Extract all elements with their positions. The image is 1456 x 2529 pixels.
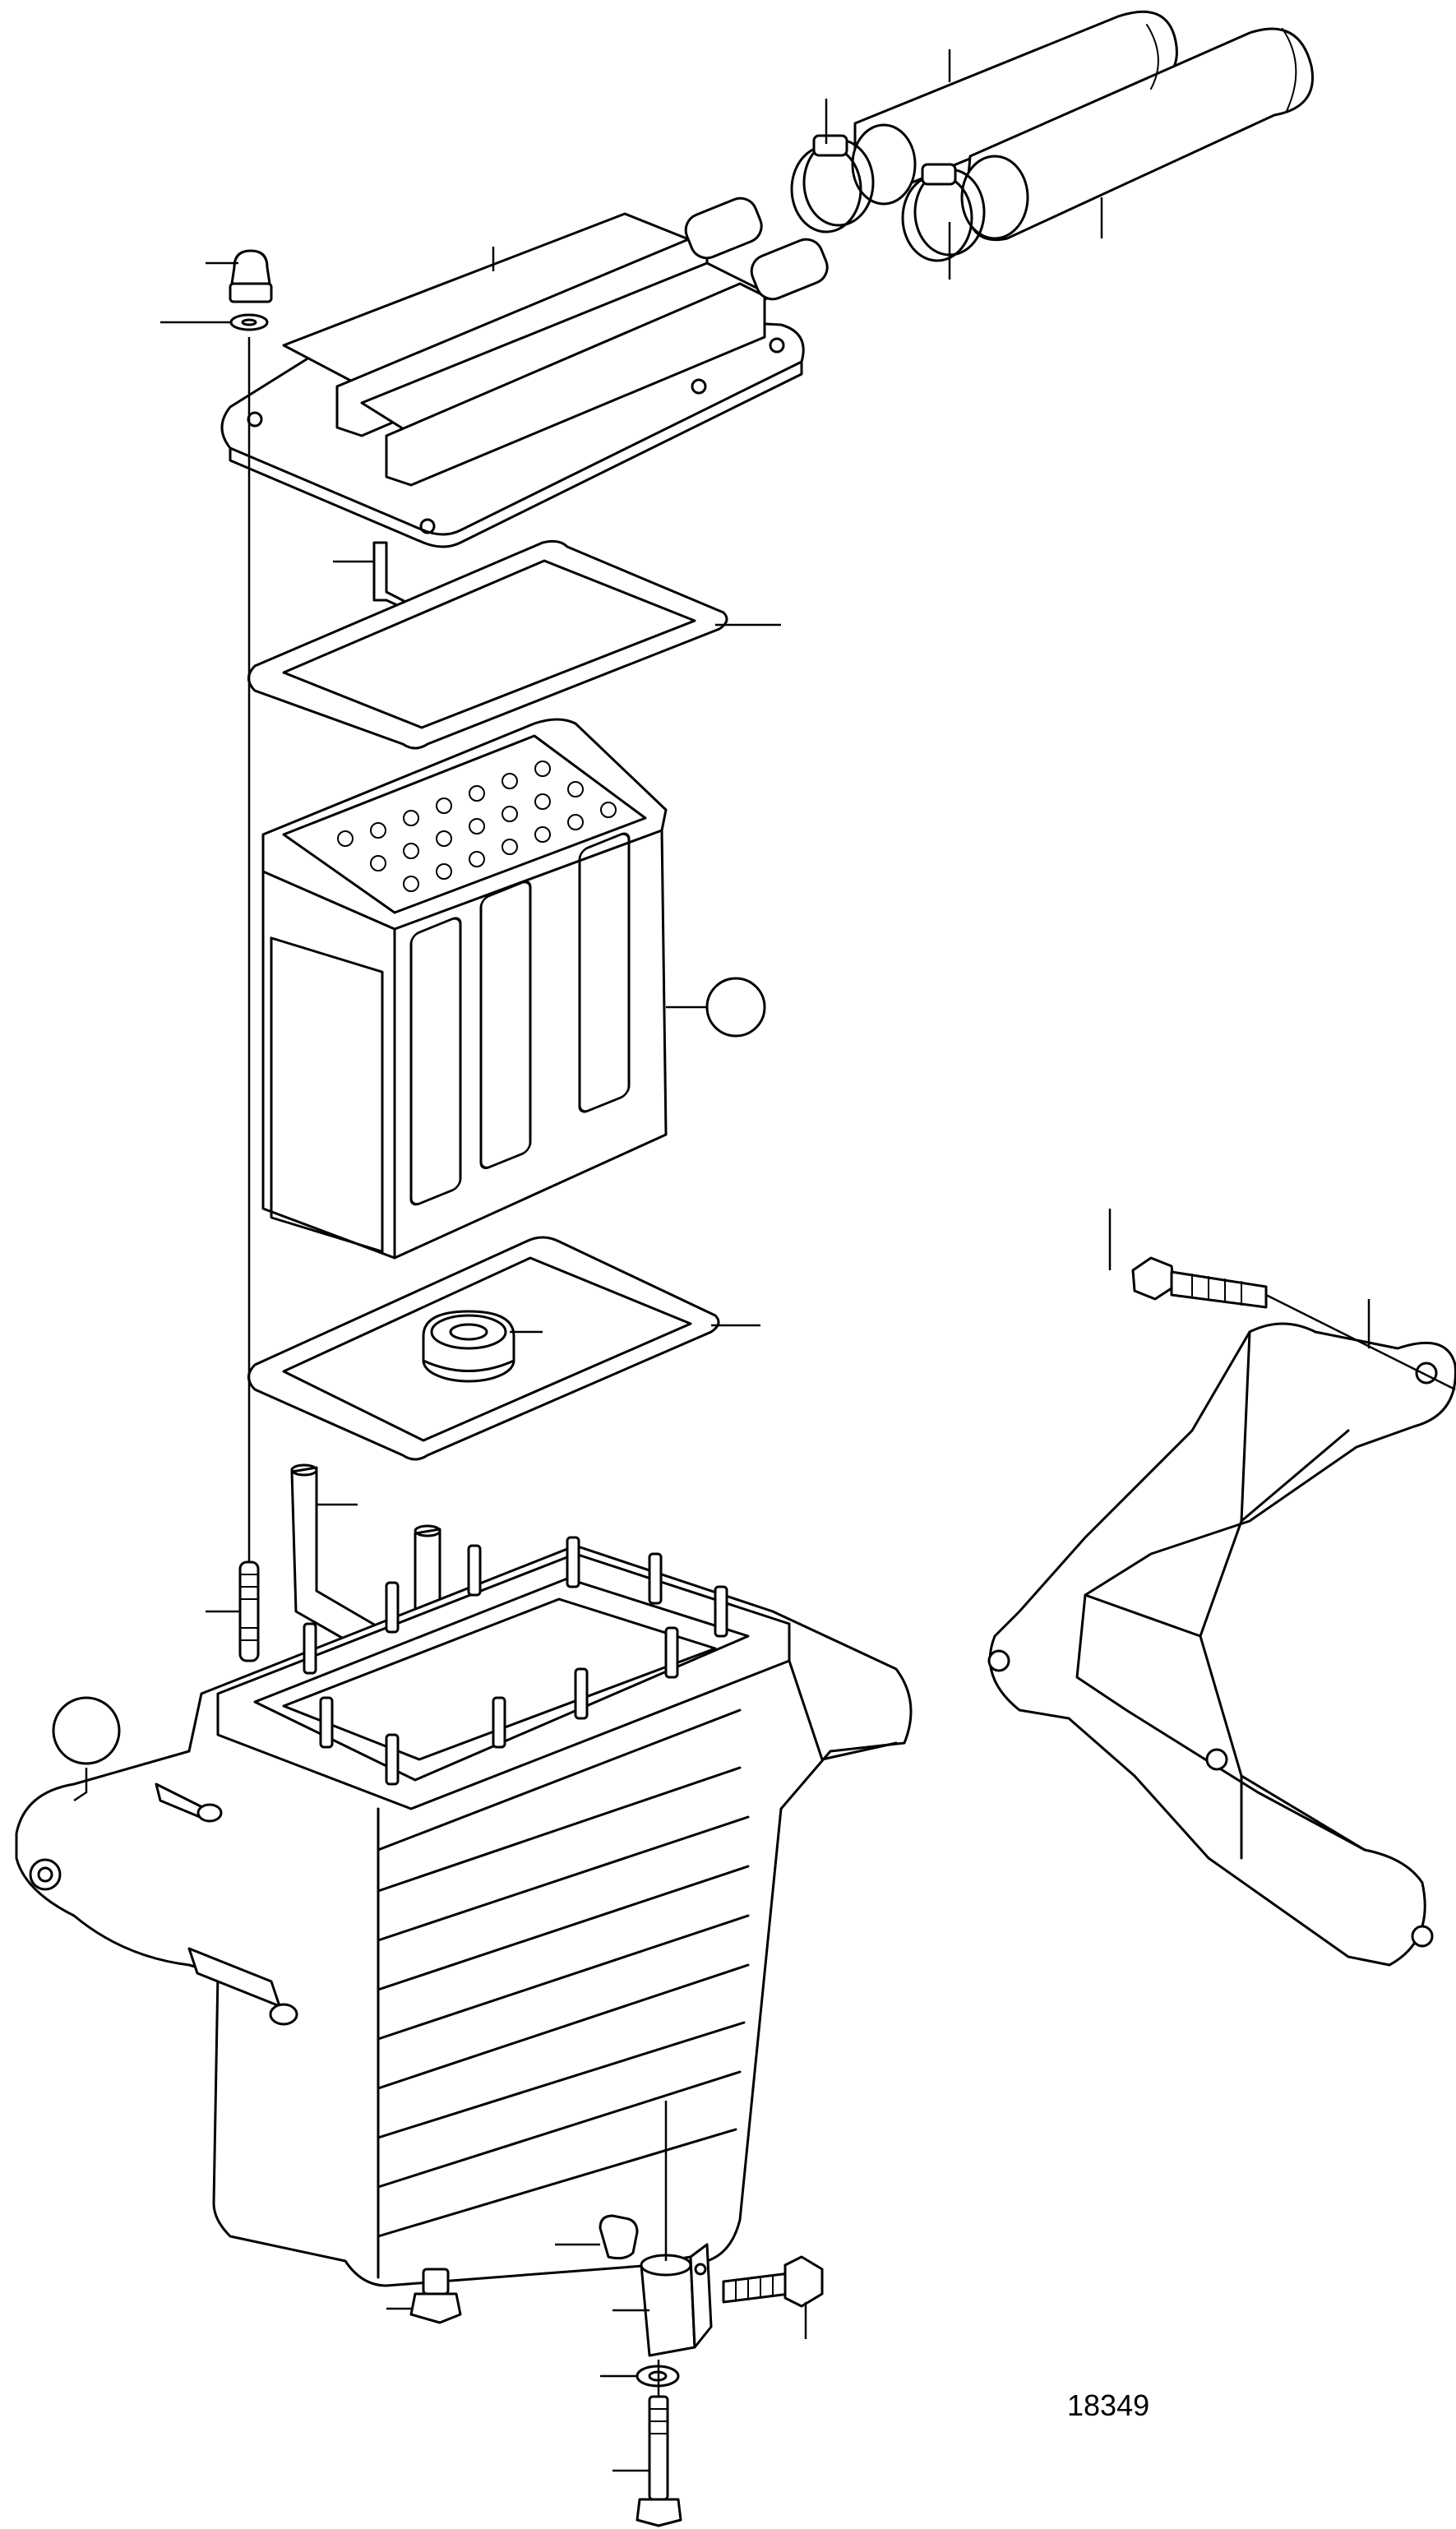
bracket-bolt: [1131, 1256, 1268, 1309]
stud: [238, 1560, 260, 1662]
bracket: [987, 1322, 1456, 1967]
callout-circle: [705, 977, 766, 1038]
hose-clamps: [790, 134, 986, 262]
leader-lines: [73, 49, 1456, 2472]
rubber-grommet: [422, 1310, 515, 1383]
drain-plug: [409, 2268, 462, 2324]
cap-nut: [229, 249, 273, 303]
core-holes: [337, 761, 617, 892]
sleeve: [640, 2243, 713, 2357]
gasket-upper: [247, 539, 728, 750]
bolt: [722, 2255, 824, 2308]
hoses: [851, 10, 1314, 242]
washer: [229, 313, 269, 331]
long-bolt: [636, 2395, 682, 2527]
intercooler-core: [261, 718, 668, 1260]
spacer: [599, 2214, 639, 2260]
figure-number: 18349: [1067, 2388, 1150, 2422]
callout-circle: [52, 1696, 121, 1765]
intercooler-housing-cover: [220, 196, 829, 548]
intercooler-housing: [15, 1536, 913, 2287]
